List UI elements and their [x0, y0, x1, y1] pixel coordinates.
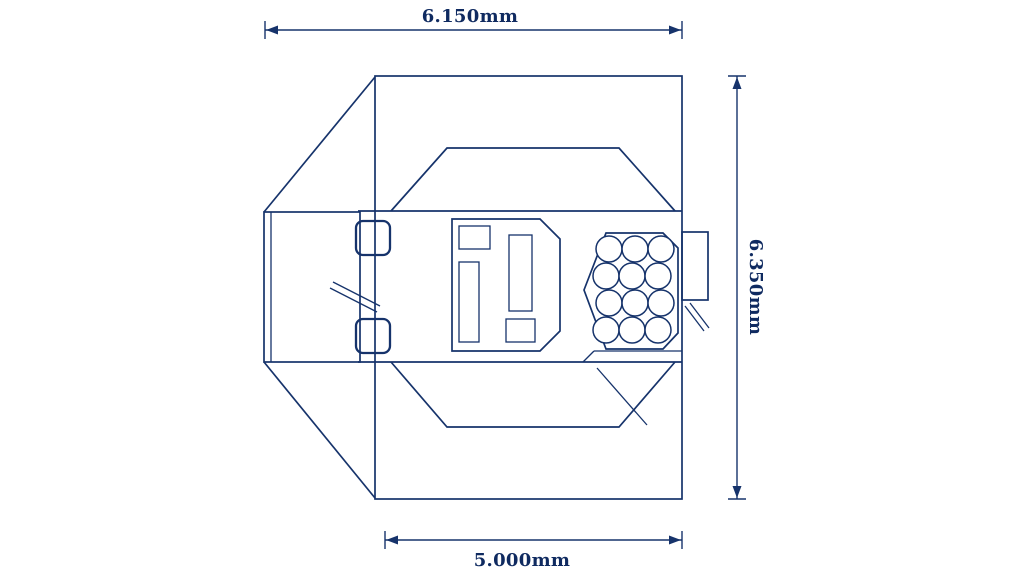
body-octagon-top [390, 147, 676, 212]
thruster-circle [618, 262, 646, 290]
thruster-circle [595, 289, 623, 317]
equipment-box-unit-d [458, 261, 480, 343]
dimension-top: 6.150mm [264, 6, 683, 39]
dimension-bottom-label: 5.000mm [474, 550, 571, 571]
solar-panel [263, 211, 361, 363]
octagon-inner-line [596, 367, 648, 426]
body-octagon-bottom [390, 361, 676, 428]
spacecraft-plan-view [263, 75, 710, 500]
dimension-top-arrow-right [669, 25, 681, 35]
thruster-circle [644, 316, 672, 344]
antenna-line-1 [684, 305, 705, 332]
thruster-circle [618, 316, 646, 344]
dimension-bottom-arrow-right [669, 535, 681, 545]
strut-line-1 [332, 281, 381, 307]
fold-line-bottom [263, 361, 376, 499]
thruster-circle [595, 235, 623, 263]
dimension-bottom: 5.000mm [384, 531, 683, 571]
dimension-top-label: 6.150mm [422, 6, 519, 27]
dimension-right-arrow-bottom [732, 486, 742, 498]
hinge-top [354, 219, 392, 257]
antenna-line-2 [689, 302, 710, 329]
equipment-box-unit-b [508, 234, 533, 312]
dimension-right-arrow-top [732, 77, 742, 89]
dimension-top-arrow-left [266, 25, 278, 35]
nozzle [681, 231, 709, 301]
equipment-box [451, 218, 561, 352]
dimension-bottom-arrow-left [386, 535, 398, 545]
thruster-housing [583, 232, 679, 350]
thruster-circle [592, 262, 620, 290]
thruster-circle [592, 316, 620, 344]
thruster-circle [647, 235, 675, 263]
equipment-box-unit-c [505, 318, 536, 343]
thruster-circle [621, 289, 649, 317]
thruster-circle [644, 262, 672, 290]
fold-line-top [263, 76, 376, 213]
dimension-right: 6.350mm [728, 75, 766, 500]
equipment-box-unit-a [458, 225, 491, 250]
strut-line-2 [329, 287, 378, 313]
thruster-circle [647, 289, 675, 317]
dimension-right-label: 6.350mm [745, 239, 766, 336]
bus-flap-diagonal [582, 350, 595, 363]
thruster-circle [621, 235, 649, 263]
hinge-bottom [354, 317, 392, 355]
